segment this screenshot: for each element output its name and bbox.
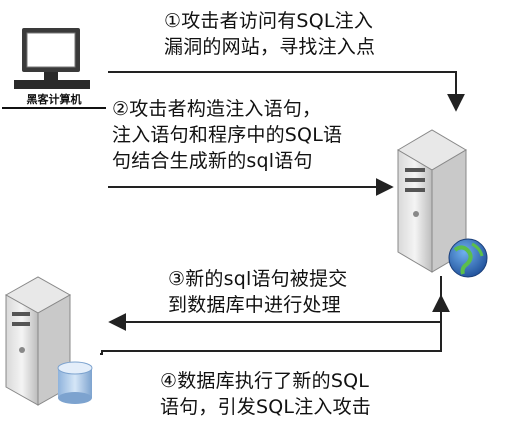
attacker-computer-icon	[14, 28, 90, 89]
step-2-line-1: ②攻击者构造注入语句，	[112, 98, 322, 120]
step-1-line-2: 漏洞的网站，寻找注入点	[164, 36, 376, 58]
database-cylinder-icon	[57, 361, 93, 404]
attacker-computer-label: 黑客计算机	[2, 93, 106, 109]
globe-icon	[448, 238, 488, 278]
step-3-line-2: 到数据库中进行处理	[168, 294, 341, 316]
arrow-step-4	[100, 294, 450, 355]
step-2-text: ②攻击者构造注入语句， 注入语句和程序中的SQL语 句结合生成新的sql语句	[112, 96, 342, 174]
step-4-line-1: ④数据库执行了新的SQL	[160, 370, 370, 392]
step-1-text: ①攻击者访问有SQL注入 漏洞的网站，寻找注入点	[164, 8, 375, 60]
step-1-line-1: ①攻击者访问有SQL注入	[164, 10, 374, 32]
web-server-icon	[397, 129, 467, 273]
database-server-icon	[4, 276, 72, 406]
step-4-line-2: 语句，引发SQL注入攻击	[160, 396, 372, 418]
arrow-step-1	[108, 71, 465, 112]
step-3-text: ③新的sql语句被提交 到数据库中进行处理	[168, 266, 347, 318]
step-2-line-3: 句结合生成新的sql语句	[112, 150, 313, 172]
step-4-text: ④数据库执行了新的SQL 语句，引发SQL注入攻击	[160, 368, 371, 420]
step-3-line-1: ③新的sql语句被提交	[168, 268, 348, 290]
step-2-line-2: 注入语句和程序中的SQL语	[112, 124, 343, 146]
